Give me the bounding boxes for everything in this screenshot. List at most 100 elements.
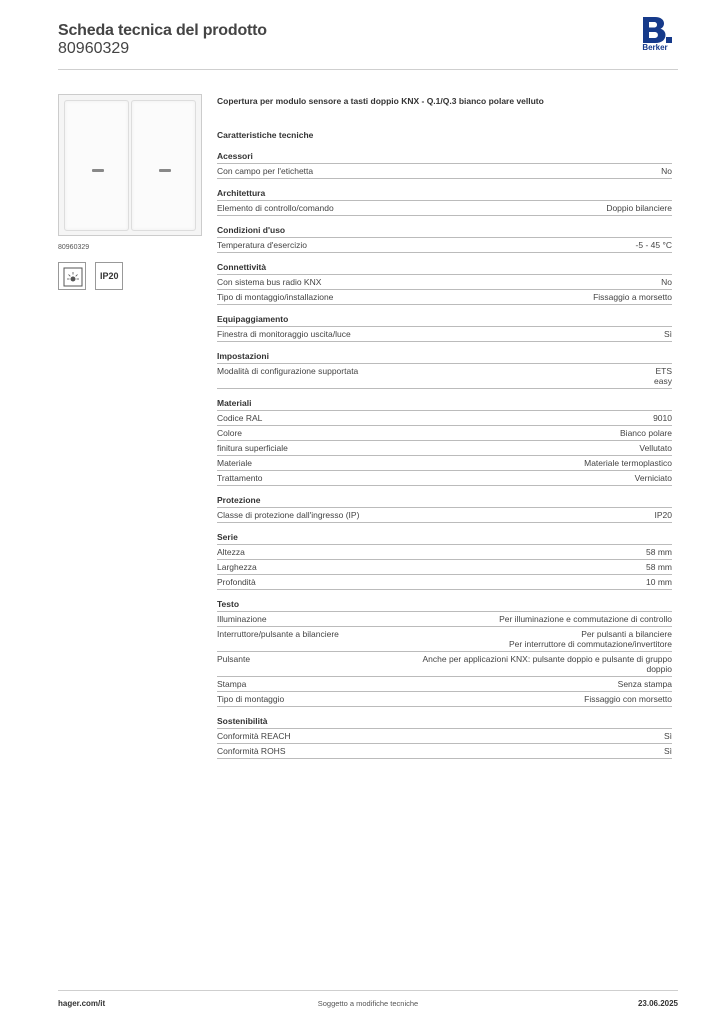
light-indicator-badge <box>58 262 86 290</box>
spec-row: Trattamento Verniciato <box>217 471 672 486</box>
section-heading: Impostazioni <box>217 351 672 364</box>
spec-value: 9010 <box>653 413 672 423</box>
spec-row: finitura superficiale Vellutato <box>217 441 672 456</box>
spec-row: Interruttore/pulsante a bilanciere Per pu… <box>217 627 672 652</box>
led-window-right <box>159 169 171 172</box>
spec-content: Copertura per modulo sensore a tasti dop… <box>217 96 672 768</box>
section-heading: Architettura <box>217 188 672 201</box>
spec-value: No <box>661 166 672 176</box>
spec-row: Materiale Materiale termoplastico <box>217 456 672 471</box>
spec-key: Finestra di monitoraggio uscita/luce <box>217 329 351 339</box>
spec-key: Conformità ROHS <box>217 746 286 756</box>
spec-value: Bianco polare <box>620 428 672 438</box>
spec-row: Illuminazione Per illuminazione e commuta… <box>217 612 672 627</box>
spec-key: Temperatura d'esercizio <box>217 240 307 250</box>
spec-value: Vellutato <box>639 443 672 453</box>
spec-row: Stampa Senza stampa <box>217 677 672 692</box>
spec-key: Profondità <box>217 577 256 587</box>
section-heading: Condizioni d'uso <box>217 225 672 238</box>
spec-key: finitura superficiale <box>217 443 288 453</box>
spec-key: Modalità di configurazione supportata <box>217 366 359 376</box>
section-heading: Equipaggiamento <box>217 314 672 327</box>
spec-value: Sì <box>663 731 672 741</box>
spec-key: Interruttore/pulsante a bilanciere <box>217 629 339 639</box>
spec-key: Elemento di controllo/comando <box>217 203 334 213</box>
spec-value: Fissaggio con morsetto <box>584 694 672 704</box>
section-heading: Testo <box>217 599 672 612</box>
spec-value: Per pulsanti a bilanciere Per interrutto… <box>509 629 672 649</box>
spec-value: Per illuminazione e commutazione di cont… <box>499 614 672 624</box>
spec-key: Trattamento <box>217 473 263 483</box>
spec-row: Con campo per l'etichetta No <box>217 164 672 179</box>
spec-row: Tipo di montaggio Fissaggio con morsetto <box>217 692 672 707</box>
spec-value: -5 - 45 °C <box>635 240 672 250</box>
spec-key: Altezza <box>217 547 245 557</box>
spec-key: Con campo per l'etichetta <box>217 166 314 176</box>
section-heading: Protezione <box>217 495 672 508</box>
page-footer: hager.com/it Soggetto a modifiche tecnic… <box>58 990 678 1020</box>
footer-website[interactable]: hager.com/it <box>58 999 106 1008</box>
footer-date: 23.06.2025 <box>637 999 678 1008</box>
spec-row: Colore Bianco polare <box>217 426 672 441</box>
spec-row: Elemento di controllo/comando Doppio bila… <box>217 201 672 216</box>
page-header: Scheda tecnica del prodotto 80960329 Ber… <box>58 16 678 70</box>
spec-key: Con sistema bus radio KNX <box>217 277 322 287</box>
berker-logo: Berker <box>637 16 673 54</box>
tech-heading: Caratteristiche tecniche <box>217 130 314 140</box>
spec-value: Materiale termoplastico <box>584 458 672 468</box>
product-image <box>58 94 202 236</box>
spec-key: Stampa <box>217 679 247 689</box>
spec-key: Materiale <box>217 458 252 468</box>
spec-key: Colore <box>217 428 243 438</box>
light-indicator-icon <box>63 267 83 287</box>
section-heading: Materiali <box>217 398 672 411</box>
spec-key: Classe di protezione dall'ingresso (IP) <box>217 510 360 520</box>
spec-row: Conformità ROHS Sì <box>217 744 672 759</box>
spec-value: Senza stampa <box>617 679 672 689</box>
spec-row: Con sistema bus radio KNX No <box>217 275 672 290</box>
rocker-left <box>64 100 129 231</box>
spec-row: Tipo di montaggio/installazione Fissaggio… <box>217 290 672 305</box>
spec-key: Codice RAL <box>217 413 263 423</box>
spec-key: Tipo di montaggio <box>217 694 285 704</box>
spec-value: Sì <box>663 746 672 756</box>
spec-value: No <box>661 277 672 287</box>
spec-key: Tipo di montaggio/installazione <box>217 292 334 302</box>
spec-key: Illuminazione <box>217 614 267 624</box>
logo-b-icon <box>643 17 672 43</box>
spec-value: Sì <box>663 329 672 339</box>
spec-row: Finestra di monitoraggio uscita/luce Sì <box>217 327 672 342</box>
spec-value: Doppio bilanciere <box>606 203 672 213</box>
section-heading: Connettività <box>217 262 672 275</box>
spec-key: Pulsante <box>217 654 251 664</box>
spec-value: 10 mm <box>646 577 672 587</box>
spec-value: Verniciato <box>634 473 672 483</box>
page-title: Scheda tecnica del prodotto <box>58 22 267 39</box>
product-title: Copertura per modulo sensore a tasti dop… <box>217 96 544 106</box>
spec-row: Temperatura d'esercizio -5 - 45 °C <box>217 238 672 253</box>
image-caption: 80960329 <box>58 244 90 251</box>
section-heading: Serie <box>217 532 672 545</box>
spec-row: Codice RAL 9010 <box>217 411 672 426</box>
logo-text: Berker <box>642 43 668 52</box>
spec-value: Fissaggio a morsetto <box>593 292 672 302</box>
ip-rating-badge: IP20 <box>95 262 123 290</box>
spec-value: 58 mm <box>646 562 672 572</box>
spec-value: IP20 <box>654 510 673 520</box>
spec-row: Profondità 10 mm <box>217 575 672 590</box>
spec-key: Conformità REACH <box>217 731 291 741</box>
product-code: 80960329 <box>58 40 130 57</box>
